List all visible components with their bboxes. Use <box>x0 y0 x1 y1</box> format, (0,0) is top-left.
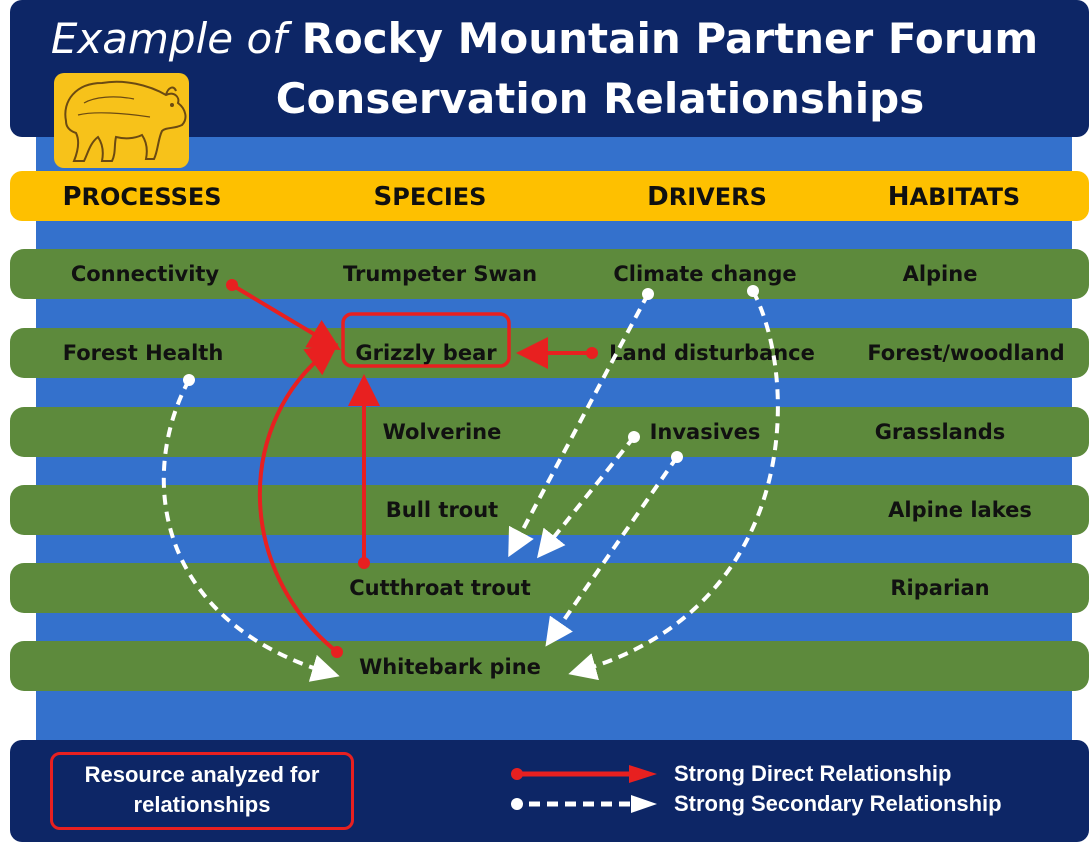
species-cutthroat-trout: Cutthroat trout <box>349 576 531 600</box>
habitat-grasslands: Grasslands <box>874 420 1006 444</box>
driver-invasives: Invasives <box>649 420 761 444</box>
focus-box-grizzly <box>341 312 511 368</box>
secondary-arrow-foresthealth-whitebark <box>161 374 340 682</box>
title-main: Rocky Mountain Partner Forum <box>301 14 1039 63</box>
category-habitats: HABITATS <box>834 184 1074 210</box>
habitat-alpine: Alpine <box>902 262 978 286</box>
legend-direct-label: Strong Direct Relationship <box>674 761 952 786</box>
driver-land-disturbance: Land disturbance <box>609 341 815 365</box>
category-rest: PECIES <box>392 183 487 211</box>
secondary-arrow-invasives-whitebark <box>545 451 683 647</box>
category-rest: ROCESSES <box>81 183 222 211</box>
direct-arrow-cutthroat-grizzly <box>348 374 380 569</box>
species-wolverine: Wolverine <box>382 420 502 444</box>
legend-arrow-samples <box>511 765 657 813</box>
legend-secondary-dot <box>511 798 523 810</box>
secondary-arrow-climate-whitebark <box>568 285 780 681</box>
row-band <box>10 249 1089 299</box>
category-initial: H <box>887 182 910 212</box>
species-bull-trout: Bull trout <box>385 498 499 522</box>
category-species: SPECIES <box>310 184 550 210</box>
category-bar <box>10 171 1089 221</box>
row-band <box>10 563 1089 613</box>
process-forest-health: Forest Health <box>62 341 224 365</box>
legend-footer <box>10 740 1089 842</box>
species-trumpeter-swan: Trumpeter Swan <box>342 262 538 286</box>
habitat-riparian: Riparian <box>890 576 990 600</box>
row-band <box>10 485 1089 535</box>
row-band <box>10 407 1089 457</box>
direct-arrow-connectivity-grizzly <box>226 279 341 351</box>
category-initial: S <box>373 182 393 212</box>
title-italic: Example of <box>50 14 287 63</box>
driver-climate-change: Climate change <box>613 262 797 286</box>
process-connectivity: Connectivity <box>70 262 220 286</box>
category-drivers: DRIVERS <box>587 184 827 210</box>
secondary-arrow-invasives-cutthroat <box>537 431 640 559</box>
bear-drawing <box>64 80 187 162</box>
category-rest: RIVERS <box>668 183 767 211</box>
direct-arrow-landdisturbance-grizzly <box>516 337 598 369</box>
legend-direct-head <box>629 765 657 783</box>
species-whitebark-pine: Whitebark pine <box>359 655 541 679</box>
legend-secondary-head <box>631 795 657 813</box>
legend-focus-label: Resource analyzed for relationships <box>84 762 320 817</box>
grizzly-bear-icon <box>54 73 189 168</box>
secondary-arrow-climate-cutthroat <box>508 288 654 558</box>
title-line-1: Example of Rocky Mountain Partner Forum <box>0 14 1089 64</box>
habitat-forest-woodland: Forest/woodland <box>867 341 1065 365</box>
category-initial: D <box>647 182 669 212</box>
species-grizzly-bear: Grizzly bear <box>355 341 497 365</box>
title-line-2: Conservation Relationships <box>275 74 925 123</box>
direct-arrow-whitebark-grizzly <box>257 343 343 658</box>
category-rest: ABITATS <box>909 183 1021 211</box>
legend-focus-swatch <box>50 752 354 830</box>
habitat-alpine-lakes: Alpine lakes <box>888 498 1032 522</box>
legend-secondary-label: Strong Secondary Relationship <box>674 791 1002 816</box>
header-banner <box>10 0 1089 137</box>
category-initial: P <box>62 182 82 212</box>
row-band <box>10 641 1089 691</box>
category-processes: PROCESSES <box>22 184 262 210</box>
